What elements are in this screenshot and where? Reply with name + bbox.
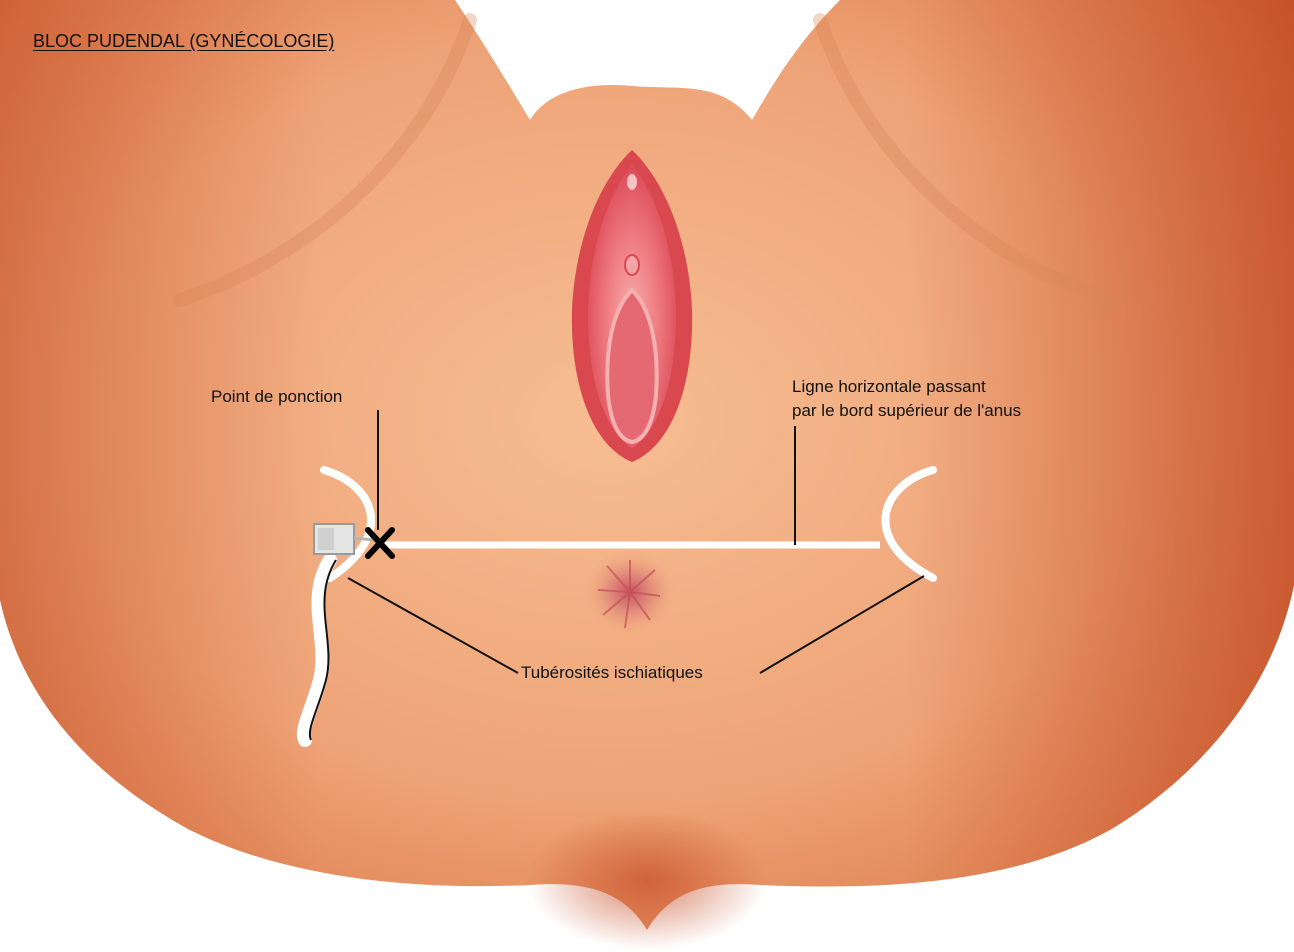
- horizontal-line-label-line1: Ligne horizontale passant: [792, 376, 986, 398]
- urethral-meatus: [625, 255, 639, 275]
- ischial-tuberosities-label: Tubérosités ischiatiques: [521, 662, 703, 684]
- gluteal-cleft-shadow: [527, 810, 767, 950]
- clitoris: [627, 174, 637, 190]
- horizontal-line-label-line2: par le bord supérieur de l'anus: [792, 400, 1021, 422]
- diagram-title: BLOC PUDENDAL (GYNÉCOLOGIE): [33, 30, 334, 52]
- puncture-point-label: Point de ponction: [211, 386, 342, 408]
